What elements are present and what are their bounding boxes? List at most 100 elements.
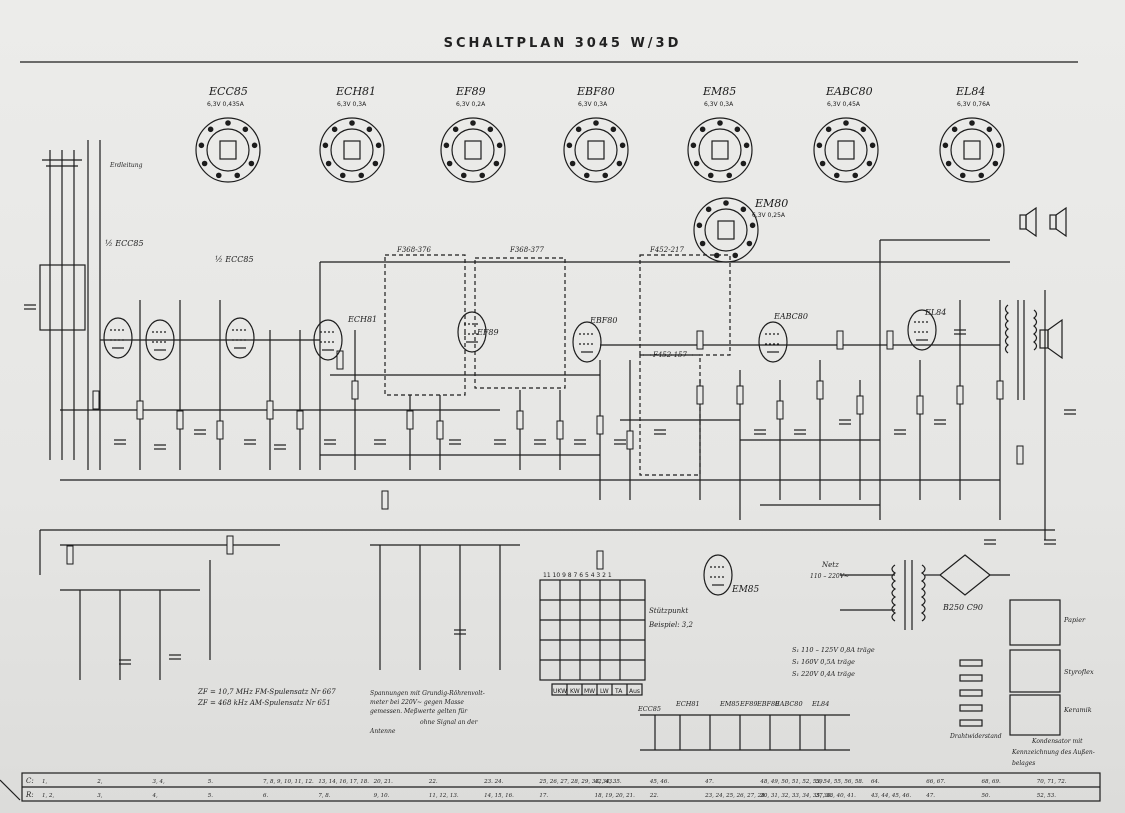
ref-c-cell: 7, 8, 9, 10, 11, 12. — [263, 779, 314, 785]
heater-ebf80: EBF80 — [756, 700, 779, 708]
resistor-5 — [266, 400, 274, 420]
stage-tube-4 — [313, 319, 343, 361]
legend-papier: Papier — [1063, 616, 1086, 624]
capacitor-2 — [154, 444, 166, 450]
resistor-3 — [176, 410, 184, 430]
stage-tube-3 — [225, 317, 255, 359]
ref-c-cell: 66, 67. — [926, 779, 945, 785]
capacitor-24 — [119, 659, 131, 665]
note-measure-3: gemessen. Meßwerte gelten für — [370, 708, 468, 715]
note-zf-am: ZF = 468 kHz AM-Spulensatz Nr 651 — [197, 699, 331, 707]
ref-r-cell: 3, — [97, 793, 102, 799]
capacitor-5 — [274, 444, 286, 450]
stage-label-ecc85-a: ½ ECC85 — [105, 239, 144, 248]
ref-c-cell: 13, 14, 16, 17, 18. — [318, 779, 369, 785]
stage-label-ebf80: EBF80 — [589, 316, 617, 325]
tube-label-el84: EL84 — [955, 85, 985, 98]
note-beispiel: Beispiel: 3,2 — [648, 621, 693, 629]
waveband-aus: Aus — [629, 688, 640, 695]
resistor-4 — [216, 420, 224, 440]
ref-c-cell: 48, 49, 50, 51, 52, 53, 54, 55, 56, 58. — [759, 779, 863, 785]
tube-spec-em85: 6,3V 0,3A — [704, 101, 734, 108]
tube-label-ecc85: ECC85 — [208, 85, 248, 98]
resistor-21 — [996, 380, 1004, 400]
tube-spec-ef89: 6,3V 0,2A — [456, 101, 486, 108]
stage-tube-8 — [907, 309, 937, 351]
fuse-rating-2: S₁ 160V 0,5A träge — [792, 658, 855, 666]
note-stutzpunkt: Stützpunkt — [649, 607, 688, 615]
heater-ech81: ECH81 — [675, 700, 700, 708]
resistor-18 — [856, 395, 864, 415]
waveband-ukw: UKW — [553, 688, 567, 695]
resistor-6 — [296, 410, 304, 430]
ref-r-cell: 11, 12, 13. — [429, 793, 459, 799]
fuse-rating-1: S₁ 110 – 125V 0,8A träge — [792, 646, 875, 654]
stage-label-ech81: ECH81 — [347, 315, 377, 324]
capacitor-1 — [114, 439, 126, 445]
capacitor-21 — [1064, 409, 1076, 415]
resistor-16 — [776, 400, 784, 420]
ref-r-cell: 22. — [649, 793, 659, 799]
ref-c-cell: 64. — [871, 779, 880, 785]
resistor-13 — [626, 430, 634, 450]
tube-socket-ecc85 — [195, 117, 261, 183]
resistor-1 — [92, 390, 100, 410]
resistor-11 — [556, 420, 564, 440]
tube-socket-ef89 — [440, 117, 506, 183]
ref-r-cell: 17. — [539, 793, 548, 799]
resistor-12 — [596, 415, 604, 435]
capacitor-26 — [454, 629, 466, 635]
ref-r-cell: 14, 15, 16. — [484, 793, 514, 799]
tube-label-ebf80: EBF80 — [576, 85, 615, 98]
mains-label: Netz — [821, 561, 839, 569]
ref-r-cell: 9, 10. — [374, 793, 390, 799]
tube-label-em80: EM80 — [754, 197, 788, 210]
resistor-10 — [516, 410, 524, 430]
tube-socket-eabc80 — [813, 117, 879, 183]
stage-label-em85: EM85 — [731, 585, 760, 595]
capacitor-6 — [324, 439, 336, 445]
resistor-9 — [436, 420, 444, 440]
capacitor-25 — [169, 654, 181, 660]
note-measure-5: Antenne — [369, 728, 396, 735]
ref-r-cell: 50. — [981, 793, 990, 799]
legend-keramik: Keramik — [1063, 706, 1092, 714]
note-measure-1: Spannungen mit Grundig-Röhrenvolt- — [370, 690, 485, 697]
capacitor-11 — [574, 439, 586, 445]
capacitor-17 — [894, 429, 906, 435]
resistor-15 — [736, 385, 744, 405]
stage-label-ef89: EF89 — [476, 328, 499, 337]
capacitor-13 — [654, 429, 666, 435]
stage-tube-1 — [103, 317, 133, 359]
ref-c-cell: 45, 46. — [649, 779, 669, 785]
resistor-23 — [66, 545, 74, 565]
ref-c-cell: 5. — [208, 779, 213, 785]
stage-tube-6 — [572, 321, 602, 363]
resistor-14 — [696, 385, 704, 405]
tube-spec-ecc85: 6,3V 0,435A — [207, 101, 245, 108]
rectifier-label: B250 C90 — [942, 603, 983, 612]
stage-tube-5 — [457, 311, 487, 353]
ref-c-cell: 68, 69. — [981, 779, 1000, 785]
heater-ef89: EF89 — [739, 700, 758, 708]
tube-spec-ech81: 6,3V 0,3A — [337, 101, 367, 108]
stage-label-eabc80: EABC80 — [773, 312, 808, 321]
resistor-17 — [816, 380, 824, 400]
capacitor-10 — [534, 439, 546, 445]
waveband-kw: KW — [570, 688, 580, 695]
ref-r-cell: 37, 38, 40, 41. — [816, 793, 856, 799]
heater-em85: EM85 — [719, 700, 740, 708]
capacitor-23 — [24, 304, 36, 310]
ref-r-cell: 43, 44, 45, 46. — [870, 793, 911, 799]
ref-r-cell: 52, 53. — [1037, 793, 1056, 799]
resistor-22 — [1016, 445, 1024, 465]
capacitor-9 — [494, 439, 506, 445]
tube-label-eabc80: EABC80 — [825, 85, 873, 98]
can-label-f452-157: F452-157 — [652, 351, 687, 359]
resistor-7 — [351, 380, 359, 400]
tube-spec-em80: 6,3V 0,25A — [752, 212, 786, 219]
tube-spec-el84: 6,3V 0,76A — [957, 101, 991, 108]
resistor-20 — [956, 385, 964, 405]
